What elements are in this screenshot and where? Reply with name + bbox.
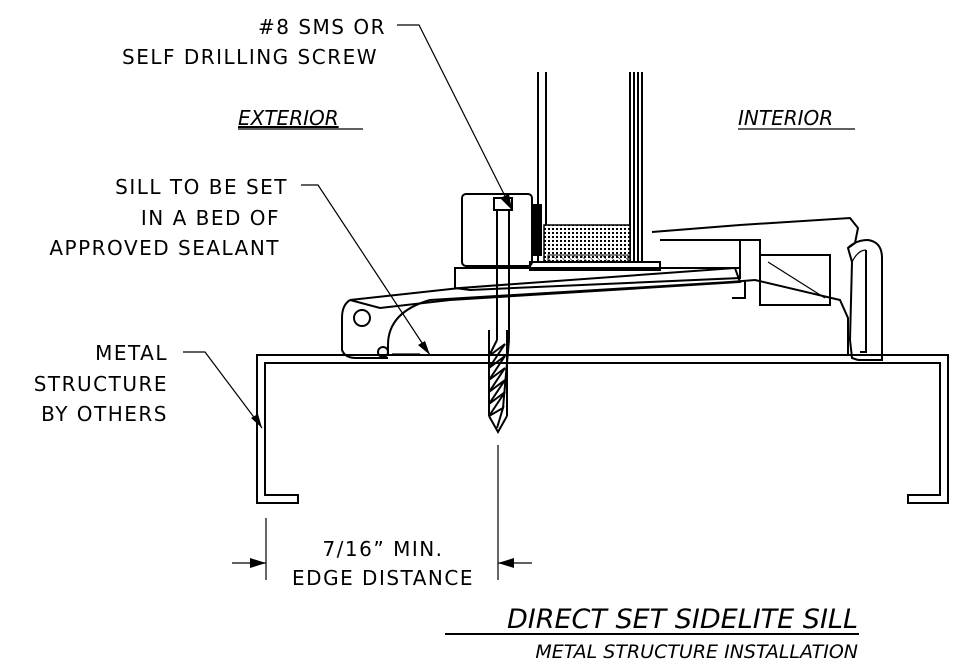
- metal-label-line3: BY OTHERS: [41, 402, 168, 426]
- interior-label: INTERIOR: [738, 106, 833, 130]
- glass-unit: [529, 72, 661, 271]
- metal-structure: [256, 354, 949, 504]
- screw-label-line1: #8 SMS OR: [258, 15, 386, 39]
- sill-interior-frame: [651, 216, 883, 361]
- drawing-title: DIRECT SET SIDELITE SILL: [507, 604, 858, 635]
- drawing-subtitle: METAL STRUCTURE INSTALLATION: [535, 641, 858, 663]
- metal-label-line2: STRUCTURE: [34, 372, 168, 396]
- metal-label-line1: METAL: [95, 341, 168, 365]
- screw-label-line2: SELF DRILLING SCREW: [122, 45, 378, 69]
- sill-label-line1: SILL TO BE SET: [115, 175, 288, 199]
- screw: [488, 197, 513, 435]
- leader-lines: [183, 24, 513, 429]
- exterior-label: EXTERIOR: [238, 106, 339, 130]
- sill-label-line3: APPROVED SEALANT: [49, 236, 280, 260]
- dimension-label-line1: 7/16” MIN.: [322, 537, 443, 561]
- sill-base: [341, 266, 849, 359]
- dimension-label-line2: EDGE DISTANCE: [292, 566, 474, 590]
- sill-label-line2: IN A BED OF: [141, 206, 280, 230]
- edge-distance-dimension: [232, 445, 532, 580]
